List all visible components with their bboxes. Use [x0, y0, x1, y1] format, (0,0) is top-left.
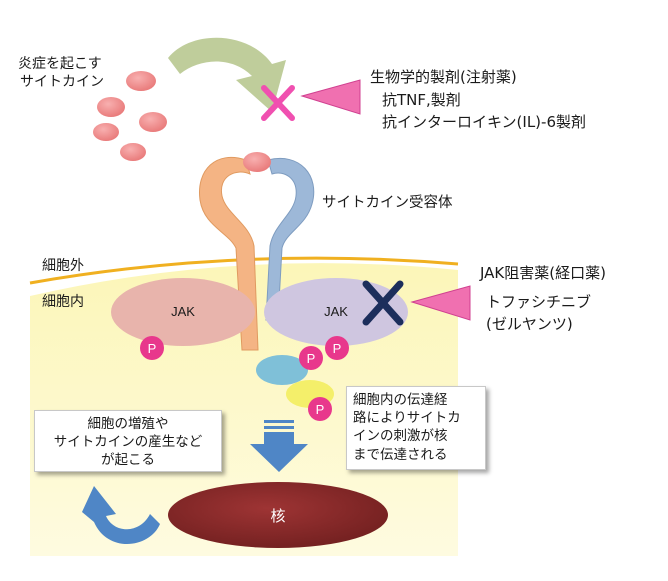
label-line: が起こる — [101, 452, 155, 469]
label-line: まで伝達される — [353, 446, 448, 463]
label-line: インの刺激が核 — [353, 428, 448, 445]
phospho-circle — [299, 346, 323, 370]
label-line: トファシチニブ — [486, 293, 592, 311]
jak-left-label: JAK — [171, 304, 195, 319]
jak-inhibitor-label: JAK阻害薬(経口薬) — [480, 264, 606, 282]
effect-curved-arrow — [82, 486, 160, 545]
cytokine-group — [93, 71, 167, 161]
cytokine-particle — [139, 112, 167, 132]
bound-cytokine — [243, 152, 271, 172]
jak-right-label: JAK — [324, 304, 348, 319]
label-line: 生物学的製剤(注射薬) — [370, 68, 517, 86]
label-line: 細胞内の伝達経 — [353, 392, 448, 408]
cytokine-receptor-label: サイトカイン受容体 — [322, 195, 453, 211]
cell-effects-box: 細胞の増殖や サイトカインの産生など が起こる — [34, 410, 222, 472]
phospho-circle — [325, 336, 349, 360]
biologic-label: 生物学的製剤(注射薬) 抗TNF,製剤 抗インターロイキン(IL)-6製剤 — [370, 66, 586, 134]
jak-pointer-icon — [410, 285, 471, 321]
label-line: 抗インターロイキン(IL)-6製剤 — [382, 113, 586, 131]
label-line: 細胞の増殖や — [87, 416, 169, 432]
label-line: サイトカイン — [20, 73, 104, 90]
tofacitinib-label: トファシチニブ (ゼルヤンツ) — [486, 292, 591, 336]
extracellular-label: 細胞外 — [42, 258, 84, 274]
cytokine-particle — [93, 123, 119, 141]
phospho-label: P — [148, 341, 157, 356]
intracellular-label: 細胞内 — [42, 294, 84, 310]
phospho-label: P — [333, 341, 342, 356]
cytokine-particle — [126, 71, 156, 91]
cytokine-particle — [97, 97, 125, 117]
phospho-label: P — [316, 402, 325, 417]
jak-block-x-icon — [362, 280, 404, 326]
label-line: (ゼルヤンツ) — [486, 314, 573, 333]
cytokine-arrow — [168, 37, 286, 112]
biologic-pointer-icon — [300, 79, 361, 115]
label-line: 抗TNF,製剤 — [382, 90, 461, 109]
nucleus — [168, 482, 388, 548]
label-line: 路によりサイトカ — [353, 410, 461, 427]
biologic-block-x-icon — [261, 85, 295, 121]
cytokine-particle — [120, 143, 146, 161]
phospho-circle — [140, 336, 164, 360]
nucleus-label: 核 — [270, 507, 285, 525]
stat-blue — [256, 355, 308, 385]
label-line: サイトカインの産生など — [53, 434, 203, 451]
phospho-group — [140, 336, 349, 421]
signal-down-arrow — [250, 420, 308, 472]
phospho-label: P — [307, 351, 316, 366]
jak-left — [111, 278, 255, 346]
label-line: 炎症を起こす — [18, 56, 102, 72]
phospho-circle — [308, 397, 332, 421]
inflammatory-cytokine-label: 炎症を起こす サイトカイン — [18, 56, 104, 91]
signal-transmission-box: 細胞内の伝達経 路によりサイトカ インの刺激が核 まで伝達される — [346, 386, 486, 470]
